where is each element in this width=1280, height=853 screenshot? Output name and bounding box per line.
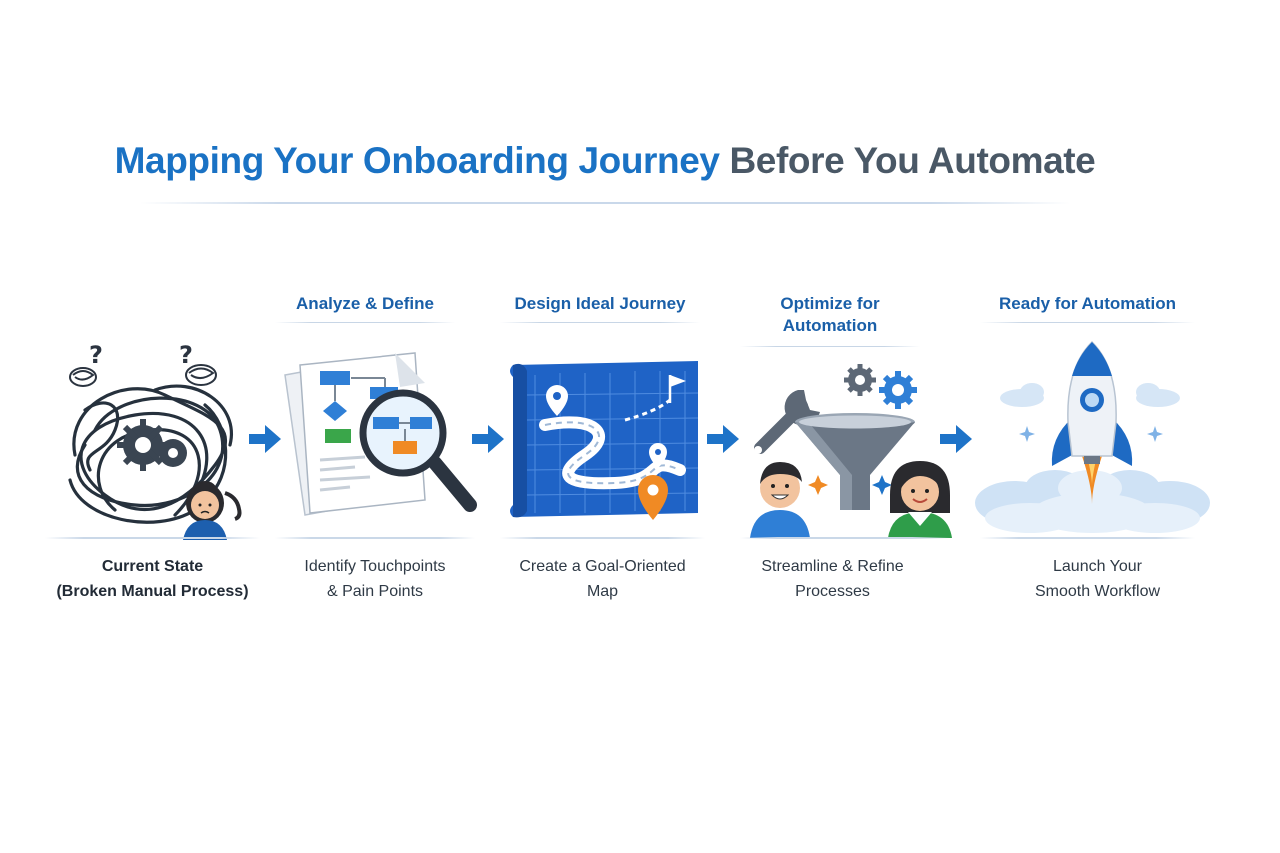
stage-3-base-rule <box>500 537 705 539</box>
title-rest: Before You Automate <box>729 140 1096 181</box>
flow-arrow-2-icon <box>470 422 506 461</box>
stage-2-caption: Identify Touchpoints & Pain Points <box>275 554 475 604</box>
flow-arrow-4-icon <box>938 422 974 461</box>
stage-4-heading-line-1: Optimize for <box>780 294 880 313</box>
stage-5-caption: Launch Your Smooth Workflow <box>990 554 1205 604</box>
stage-4-caption-line-1: Streamline & Refine <box>761 558 904 575</box>
stage-4-caption: Streamline & Refine Processes <box>740 554 925 604</box>
stage-3-caption: Create a Goal-Oriented Map <box>500 554 705 604</box>
stage-1-caption: Current State (Broken Manual Process) <box>45 554 260 604</box>
stage-5-heading: Ready for Automation <box>985 293 1190 315</box>
stage-4-caption-line-2: Processes <box>795 583 870 600</box>
stage-3-heading-line: Design Ideal Journey <box>514 294 686 313</box>
stage-1-caption-line-1: Current State <box>101 558 204 575</box>
stage-3-heading-rule <box>500 322 700 323</box>
magnifier-documents-icon <box>275 345 485 525</box>
page-title: Mapping Your Onboarding Journey Before Y… <box>0 140 1210 182</box>
stage-4-heading-rule <box>740 346 920 347</box>
rocket-launch-icon <box>970 338 1215 538</box>
stage-4-heading-line-2: Automation <box>782 316 878 335</box>
svg-text:?: ? <box>89 341 103 369</box>
stage-2-caption-line-2: & Pain Points <box>326 583 424 600</box>
stage-1-base-rule <box>45 537 260 539</box>
stage-2-heading-rule <box>275 322 455 323</box>
title-divider <box>140 202 1070 204</box>
flow-arrow-3-icon <box>705 422 741 461</box>
title-highlight: Mapping Your Onboarding Journey <box>114 140 720 181</box>
stage-2-caption-line-1: Identify Touchpoints <box>304 558 446 575</box>
flow-arrow-1-icon <box>247 422 283 461</box>
stage-5-base-rule <box>980 537 1195 539</box>
stage-1-caption-line-2: (Broken Manual Process) <box>56 583 249 600</box>
stage-2-heading: Analyze & Define <box>280 293 450 315</box>
stage-3-caption-line-2: Map <box>586 583 619 600</box>
stage-4-base-rule <box>740 537 950 539</box>
stage-3-heading: Design Ideal Journey <box>500 293 700 315</box>
stage-5-caption-line-1: Launch Your <box>1053 558 1142 575</box>
stage-2-heading-line: Analyze & Define <box>296 294 434 313</box>
tangled-process-icon: ? ? <box>55 335 255 540</box>
svg-text:?: ? <box>179 341 193 369</box>
blueprint-map-icon <box>505 355 705 530</box>
stage-5-heading-line: Ready for Automation <box>999 294 1176 313</box>
funnel-tools-icon <box>740 360 955 538</box>
stage-4-heading: Optimize for Automation <box>740 293 920 337</box>
stage-5-caption-line-2: Smooth Workflow <box>1034 583 1161 600</box>
stage-2-base-rule <box>275 537 475 539</box>
stage-5-heading-rule <box>980 322 1195 323</box>
stage-3-caption-line-1: Create a Goal-Oriented <box>519 558 686 575</box>
